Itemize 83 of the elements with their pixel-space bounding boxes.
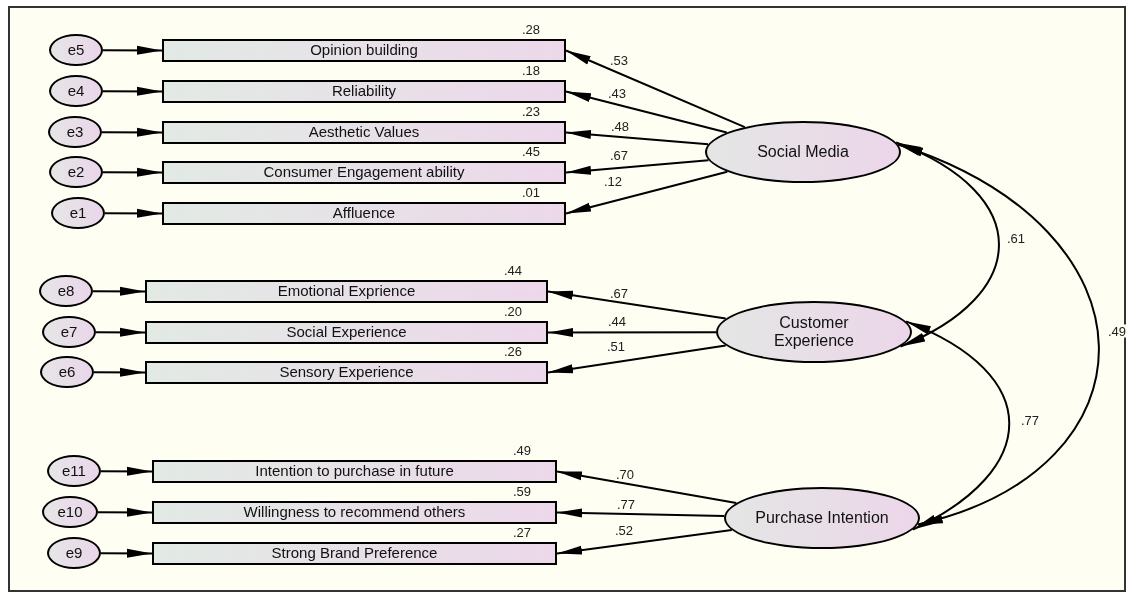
arrow	[101, 127, 163, 137]
arrow	[547, 290, 727, 320]
covariance-arrow	[895, 141, 1000, 348]
variable-label: Strong Brand Preference	[271, 543, 438, 564]
variable-label: Social Media	[757, 142, 849, 162]
r-squared-value: .45	[520, 145, 540, 158]
edge-label: .61	[1005, 231, 1027, 245]
edge-label: .51	[605, 339, 627, 353]
edge-label: .77	[615, 497, 637, 511]
variable-label: Sensory Experience	[279, 362, 414, 383]
variable-label: Social Experience	[286, 322, 407, 343]
observed-variable-box	[162, 121, 566, 144]
r-squared-value: .20	[502, 305, 522, 318]
arrow	[100, 466, 153, 476]
edge-label: .43	[606, 86, 628, 100]
observed-variable-box	[152, 501, 557, 524]
observed-variable-box	[145, 280, 548, 303]
edge-label: .48	[609, 119, 631, 133]
r-squared-value: .59	[511, 485, 531, 498]
arrow	[565, 90, 728, 134]
r-squared-value: .49	[511, 444, 531, 457]
variable-label: e7	[60, 321, 78, 342]
edge-label: .49	[1106, 324, 1128, 338]
arrow	[547, 344, 727, 374]
variable-label: e4	[67, 80, 85, 101]
arrow	[102, 45, 163, 55]
observed-variable-box	[152, 542, 557, 565]
r-squared-value: .26	[502, 345, 522, 358]
r-squared-value: .44	[502, 264, 522, 277]
edge-label: .52	[613, 523, 635, 537]
observed-variable-box	[145, 361, 548, 384]
variable-label: e6	[58, 361, 76, 382]
variable-label: e10	[57, 501, 83, 522]
r-squared-value: .23	[520, 105, 540, 118]
variable-label: Willingness to recommend others	[243, 502, 466, 523]
edge-label: .12	[602, 174, 624, 188]
variable-label: Emotional Exprience	[277, 281, 416, 302]
observed-variable-box	[145, 321, 548, 344]
arrow	[556, 470, 738, 504]
arrow	[565, 49, 746, 129]
edge-label: .44	[606, 314, 628, 328]
variable-label: e5	[67, 39, 85, 60]
edge-label: .70	[614, 467, 636, 481]
arrow	[102, 167, 163, 177]
variable-label: Opinion building	[310, 40, 418, 61]
variable-label: e9	[65, 542, 83, 563]
r-squared-value: .28	[520, 23, 540, 36]
r-squared-value: .18	[520, 64, 540, 77]
observed-variable-box	[162, 202, 566, 225]
observed-variable-box	[162, 39, 566, 62]
arrow	[92, 286, 146, 296]
variable-label: e8	[57, 280, 75, 301]
observed-variable-box	[162, 80, 566, 103]
arrow	[556, 508, 726, 518]
variable-label: e3	[66, 121, 84, 142]
arrow	[97, 507, 153, 517]
variable-label: Customer Experience	[772, 313, 855, 351]
variable-label: Affluence	[332, 203, 396, 224]
edge-label: .67	[608, 148, 630, 162]
arrow	[102, 86, 163, 96]
r-squared-value: .01	[520, 186, 540, 199]
arrow	[565, 170, 729, 215]
arrow	[95, 327, 146, 337]
edge-label: .67	[608, 286, 630, 300]
covariance-arrow	[905, 320, 1011, 531]
variable-label: e11	[62, 460, 86, 481]
variable-label: Reliability	[331, 81, 397, 102]
arrow	[556, 529, 733, 555]
variable-label: Aesthetic Values	[308, 122, 420, 143]
observed-variable-box	[162, 161, 566, 184]
arrow	[547, 327, 717, 337]
variable-label: Intention to purchase in future	[255, 461, 454, 482]
r-squared-value: .27	[511, 526, 531, 539]
edge-label: .53	[608, 53, 630, 67]
observed-variable-box	[152, 460, 557, 483]
variable-label: Consumer Engagement ability	[263, 162, 465, 183]
arrow	[93, 367, 146, 377]
arrow	[100, 548, 153, 558]
variable-label: e2	[67, 161, 85, 182]
arrow	[104, 208, 163, 218]
variable-label: e1	[69, 202, 87, 223]
edge-label: .77	[1019, 413, 1041, 427]
variable-label: Purchase Intention	[755, 508, 889, 528]
